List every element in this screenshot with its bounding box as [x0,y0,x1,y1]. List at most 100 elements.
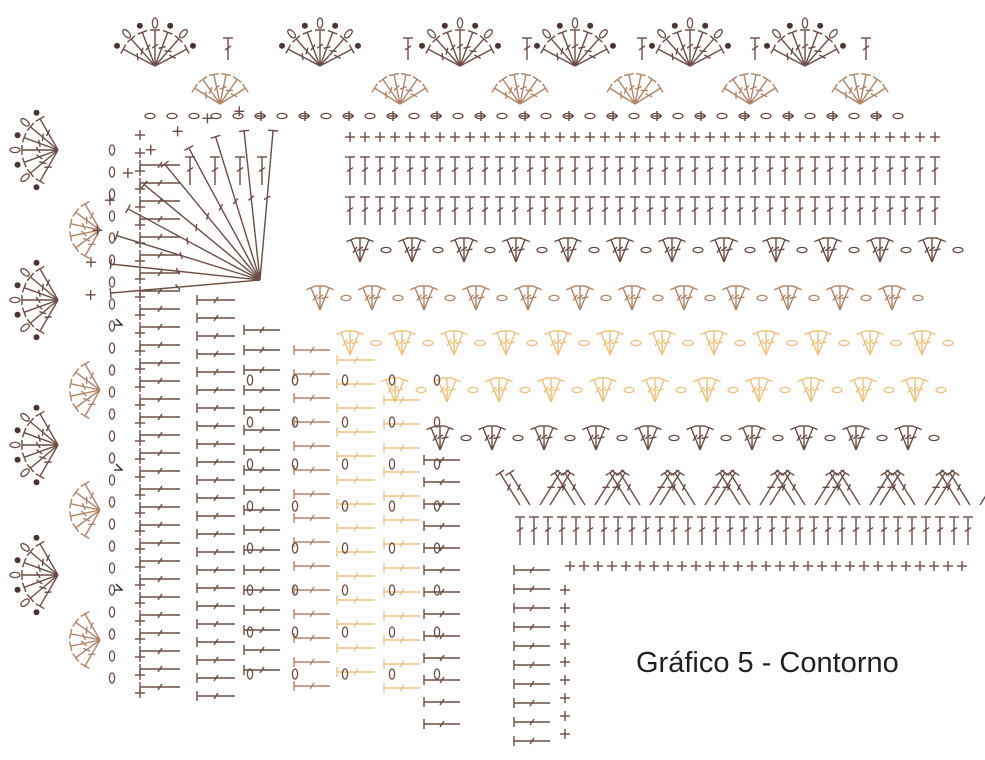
dc-stitch [776,238,790,262]
chain-stitch [483,28,494,39]
left-column-2 [197,295,235,701]
dc-stitch [683,517,693,545]
dc-stitch [780,197,790,225]
sc-stitch [635,561,645,571]
sc-stitch [300,111,310,121]
hdc-stitch [424,565,460,575]
dc-stitch [420,157,430,185]
hdc-stitch [244,605,280,615]
hdc-stitch [424,719,460,729]
chain-stitch [10,572,20,577]
chain-stitch [109,563,114,573]
chain-stitch [389,459,394,469]
hdc-stitch [140,682,180,692]
dc-stitch [320,36,348,66]
chain-stitch [669,435,679,440]
dc-stitch [837,517,847,545]
column-chain-marks [247,375,439,679]
shell-row-3 [336,331,953,355]
chain-stitch [109,387,114,397]
hdc-stitch [197,619,235,629]
dc-stitch [390,157,400,185]
picot-dot [355,43,361,49]
dc-stitch [516,238,530,262]
chain-stitch [189,113,199,118]
dc-stitch [155,36,183,66]
dc-stitch [870,157,880,185]
sc-stitch [649,561,659,571]
chain-stitch [761,113,771,118]
dc-stitch [675,157,685,185]
picot-dot [534,43,540,49]
dc-stitch [127,36,155,66]
dc-stitch [863,378,877,402]
sc-stitch [345,132,355,142]
dc-stitch [766,331,780,355]
dc-stitch [795,157,805,185]
left-column-7 [424,455,460,729]
chain-stitch [109,497,114,507]
chain-stitch [445,295,455,300]
chain-stitch [109,343,114,353]
chain-stitch [20,117,31,127]
hdc-stitch [294,609,330,619]
dc-stitch [825,157,835,185]
dc-stitch [915,197,925,225]
dc-stitch [825,197,835,225]
sc-stitch [560,585,570,595]
hdc-stitch [197,601,235,611]
hdc-stitch [294,369,330,379]
dc-stitch [932,238,946,262]
sc-stitch [560,657,570,667]
chain-stitch [109,629,114,639]
sc-stitch [135,436,145,446]
hdc-stitch [140,502,180,512]
dc-stitch [81,640,100,668]
sc-stitch [775,561,785,571]
dc-stitch [27,123,58,150]
dc-stitch [885,157,895,185]
sc-stitch [810,132,820,142]
dc-stitch [543,517,553,545]
hdc-stitch [197,385,235,395]
chain-stitch [341,295,351,300]
chain-stitch [656,28,667,39]
dc-stitch [705,157,715,185]
sc-stitch [135,472,145,482]
picot-dot [15,557,21,563]
sc-stitch [677,561,687,571]
sc-stitch [608,111,618,121]
hdc-stitch [384,467,420,477]
chain-stitch [513,435,523,440]
left-scallop-column [10,110,58,615]
dc-stitch [777,36,805,66]
chain-stitch [20,322,31,332]
dc-stitch [880,238,894,262]
hdc-stitch [337,523,375,533]
hdc-stitch [424,587,460,597]
chain-stitch [10,442,20,447]
hdc-stitch [197,439,235,449]
sc-stitch [957,561,967,571]
hdc-stitch [514,679,550,689]
sc-stitch [845,561,855,571]
picot-dot [34,479,40,485]
left-column-6 [384,395,420,693]
chain-stitch [825,435,835,440]
chain-stitch [343,28,354,39]
hdc-stitch [140,538,180,548]
hdc-stitch [337,619,375,629]
hdc-stitch [140,556,180,566]
dc-stitch [27,445,58,472]
hdc-stitch [244,405,280,415]
sc-stitch [135,220,145,230]
dc-stitch [810,197,820,225]
dc-stitch [697,517,707,545]
dc-stitch [870,197,880,225]
sc-stitch [135,688,145,698]
hdc-stitch [140,646,180,656]
dc-stitch [320,286,334,310]
picot-dot [495,43,501,49]
hdc-stitch [244,365,280,375]
dc-stitch [655,378,669,402]
